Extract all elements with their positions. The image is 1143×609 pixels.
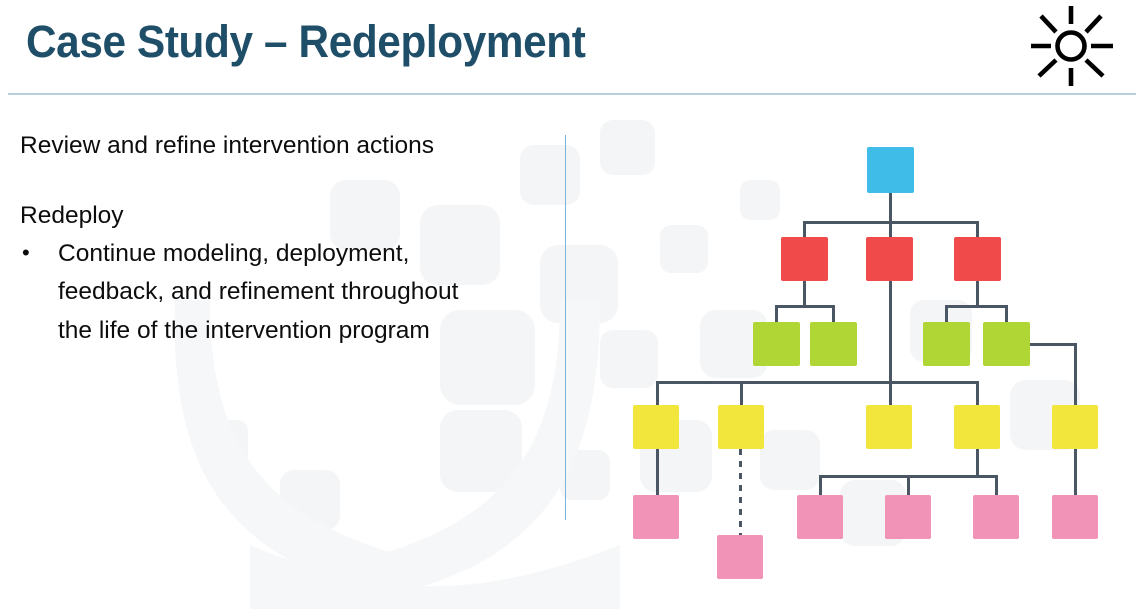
diagram-node-level-5[interactable] bbox=[1052, 495, 1098, 539]
diagram-connector bbox=[656, 381, 976, 384]
diagram-node-level-4[interactable] bbox=[954, 405, 1000, 449]
header-divider bbox=[8, 93, 1136, 95]
diagram-connector bbox=[1074, 343, 1077, 406]
diagram-connector bbox=[889, 381, 892, 406]
diagram-connector bbox=[945, 305, 1007, 308]
diagram-node-level-5[interactable] bbox=[717, 535, 763, 579]
diagram-connector bbox=[945, 305, 948, 323]
sun-icon bbox=[1031, 6, 1113, 86]
diagram-connector bbox=[1074, 449, 1077, 496]
diagram-node-level-3[interactable] bbox=[923, 322, 970, 366]
diagram-node-level-5[interactable] bbox=[885, 495, 931, 539]
page-title: Case Study – Redeployment bbox=[26, 16, 586, 67]
diagram-node-level-1[interactable] bbox=[867, 147, 914, 193]
diagram-node-level-5[interactable] bbox=[973, 495, 1019, 539]
diagram-connector bbox=[995, 475, 998, 496]
diagram-node-level-5[interactable] bbox=[633, 495, 679, 539]
diagram-connector bbox=[740, 381, 743, 406]
diagram-connector bbox=[656, 449, 659, 496]
sub-heading: Redeploy bbox=[20, 201, 124, 229]
diagram-node-level-3[interactable] bbox=[810, 322, 857, 366]
diagram-connector bbox=[976, 449, 979, 477]
bullet-marker-icon: • bbox=[22, 239, 30, 265]
diagram-connector bbox=[832, 305, 835, 323]
diagram-node-level-3[interactable] bbox=[983, 322, 1030, 366]
diagram-connector bbox=[889, 193, 892, 223]
diagram-node-level-4[interactable] bbox=[633, 405, 679, 449]
lead-line: Review and refine intervention actions bbox=[20, 132, 435, 159]
diagram-connector bbox=[1028, 343, 1077, 346]
diagram-connector bbox=[775, 305, 834, 308]
diagram-node-level-4[interactable] bbox=[1052, 405, 1098, 449]
diagram-connector bbox=[976, 381, 979, 406]
diagram-connector bbox=[889, 281, 892, 383]
diagram-connector bbox=[889, 221, 892, 239]
diagram-connector bbox=[819, 475, 822, 496]
content-text-block: Review and refine intervention actions R… bbox=[20, 131, 540, 350]
diagram-connector bbox=[1005, 305, 1008, 323]
diagram-connector bbox=[739, 449, 742, 536]
diagram-connector bbox=[803, 281, 806, 307]
diagram-node-level-2[interactable] bbox=[954, 237, 1001, 281]
list-item: • Continue modeling, deployment, feedbac… bbox=[20, 235, 540, 350]
diagram-connector bbox=[907, 475, 910, 496]
diagram-node-level-4[interactable] bbox=[718, 405, 764, 449]
diagram-node-level-3[interactable] bbox=[753, 322, 800, 366]
diagram-connector bbox=[775, 305, 778, 323]
diagram-node-level-4[interactable] bbox=[866, 405, 912, 449]
diagram-connector bbox=[976, 221, 979, 239]
diagram-connector bbox=[656, 381, 659, 406]
diagram-connector bbox=[803, 221, 806, 239]
diagram-node-level-2[interactable] bbox=[866, 237, 913, 281]
diagram-node-level-2[interactable] bbox=[781, 237, 828, 281]
diagram-node-level-5[interactable] bbox=[797, 495, 843, 539]
diagram-connector bbox=[976, 281, 979, 307]
vertical-divider bbox=[565, 135, 566, 520]
bullet-text: Continue modeling, deployment, feedback,… bbox=[58, 239, 459, 344]
